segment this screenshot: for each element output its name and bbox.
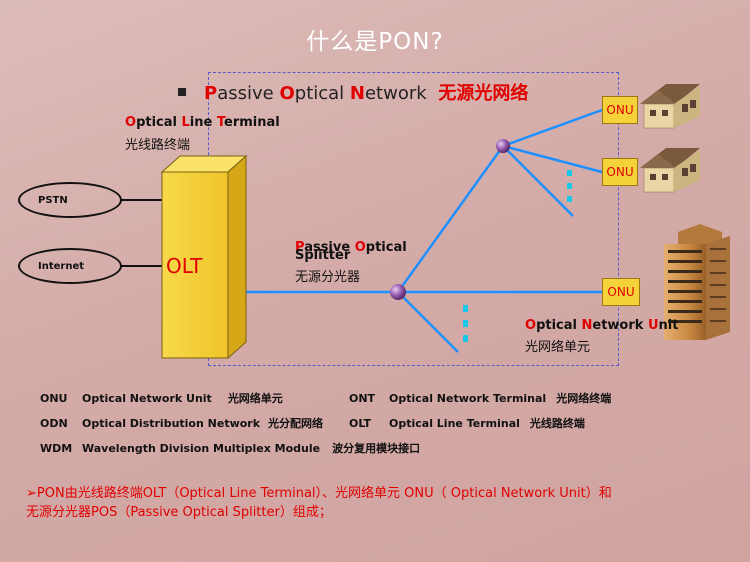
fiber-splitter-upper: [396, 145, 505, 293]
headline-o: O: [279, 83, 295, 104]
headline-n: N: [349, 83, 365, 104]
headline-p: P: [204, 83, 218, 104]
headline-ptical: ptical: [294, 83, 350, 104]
onu-box-1: ONU: [602, 96, 638, 124]
pstn-ellipse: PSTN: [18, 182, 122, 218]
ellipsis-dot: [463, 305, 468, 312]
ellipsis-dot: [463, 320, 468, 327]
olt-label-en: Optical Line Terminal: [125, 115, 280, 130]
ellipsis-dot: [567, 183, 572, 189]
splitter-label-line1: Passive Optical: [295, 240, 407, 255]
headline-assive: assive: [217, 83, 280, 104]
onu-box-3: ONU: [602, 278, 640, 306]
pon-headline: Passive Optical Network 无源光网络: [204, 79, 528, 105]
olt-cabinet: [160, 154, 248, 360]
ellipsis-dot: [567, 170, 572, 176]
pstn-label: PSTN: [38, 194, 68, 206]
olt-label-cn: 光线路终端: [125, 138, 191, 153]
fiber-splitter-lower: [397, 291, 459, 353]
house-1-image: [640, 84, 700, 129]
olt-box-text: OLT: [166, 254, 203, 278]
internet-ellipse: Internet: [18, 248, 122, 284]
fiber-upper-onu1: [502, 108, 603, 148]
splitter-node-upper: [496, 139, 510, 153]
onu-label-en: Optical Network Unit: [525, 318, 679, 333]
summary-line-2: 无源分光器POS（Passive Optical Splitter）组成；: [26, 505, 332, 520]
ellipsis-dot: [567, 196, 572, 202]
onu-label-cn: 光网络单元: [525, 340, 591, 355]
fiber-upper-onu2: [502, 144, 603, 174]
fiber-upper-down: [502, 145, 574, 217]
bullet-square-icon: [178, 88, 186, 96]
office-building-image: [664, 224, 730, 340]
splitter-label-line2: Splitter: [295, 248, 351, 263]
splitter-node-main: [390, 284, 406, 300]
internet-label: Internet: [38, 260, 85, 272]
slide-title: 什么是PON?: [306, 29, 444, 55]
splitter-label-cn: 无源分光器: [295, 270, 361, 285]
onu-box-2: ONU: [602, 158, 638, 186]
headline-etwork: etwork: [364, 83, 427, 104]
headline-cn: 无源光网络: [438, 83, 529, 104]
summary-line-1: ➢PON由光线路终端OLT（Optical Line Terminal）、光网络…: [26, 486, 612, 501]
ellipsis-dot: [463, 335, 468, 342]
house-2-image: [640, 148, 700, 193]
